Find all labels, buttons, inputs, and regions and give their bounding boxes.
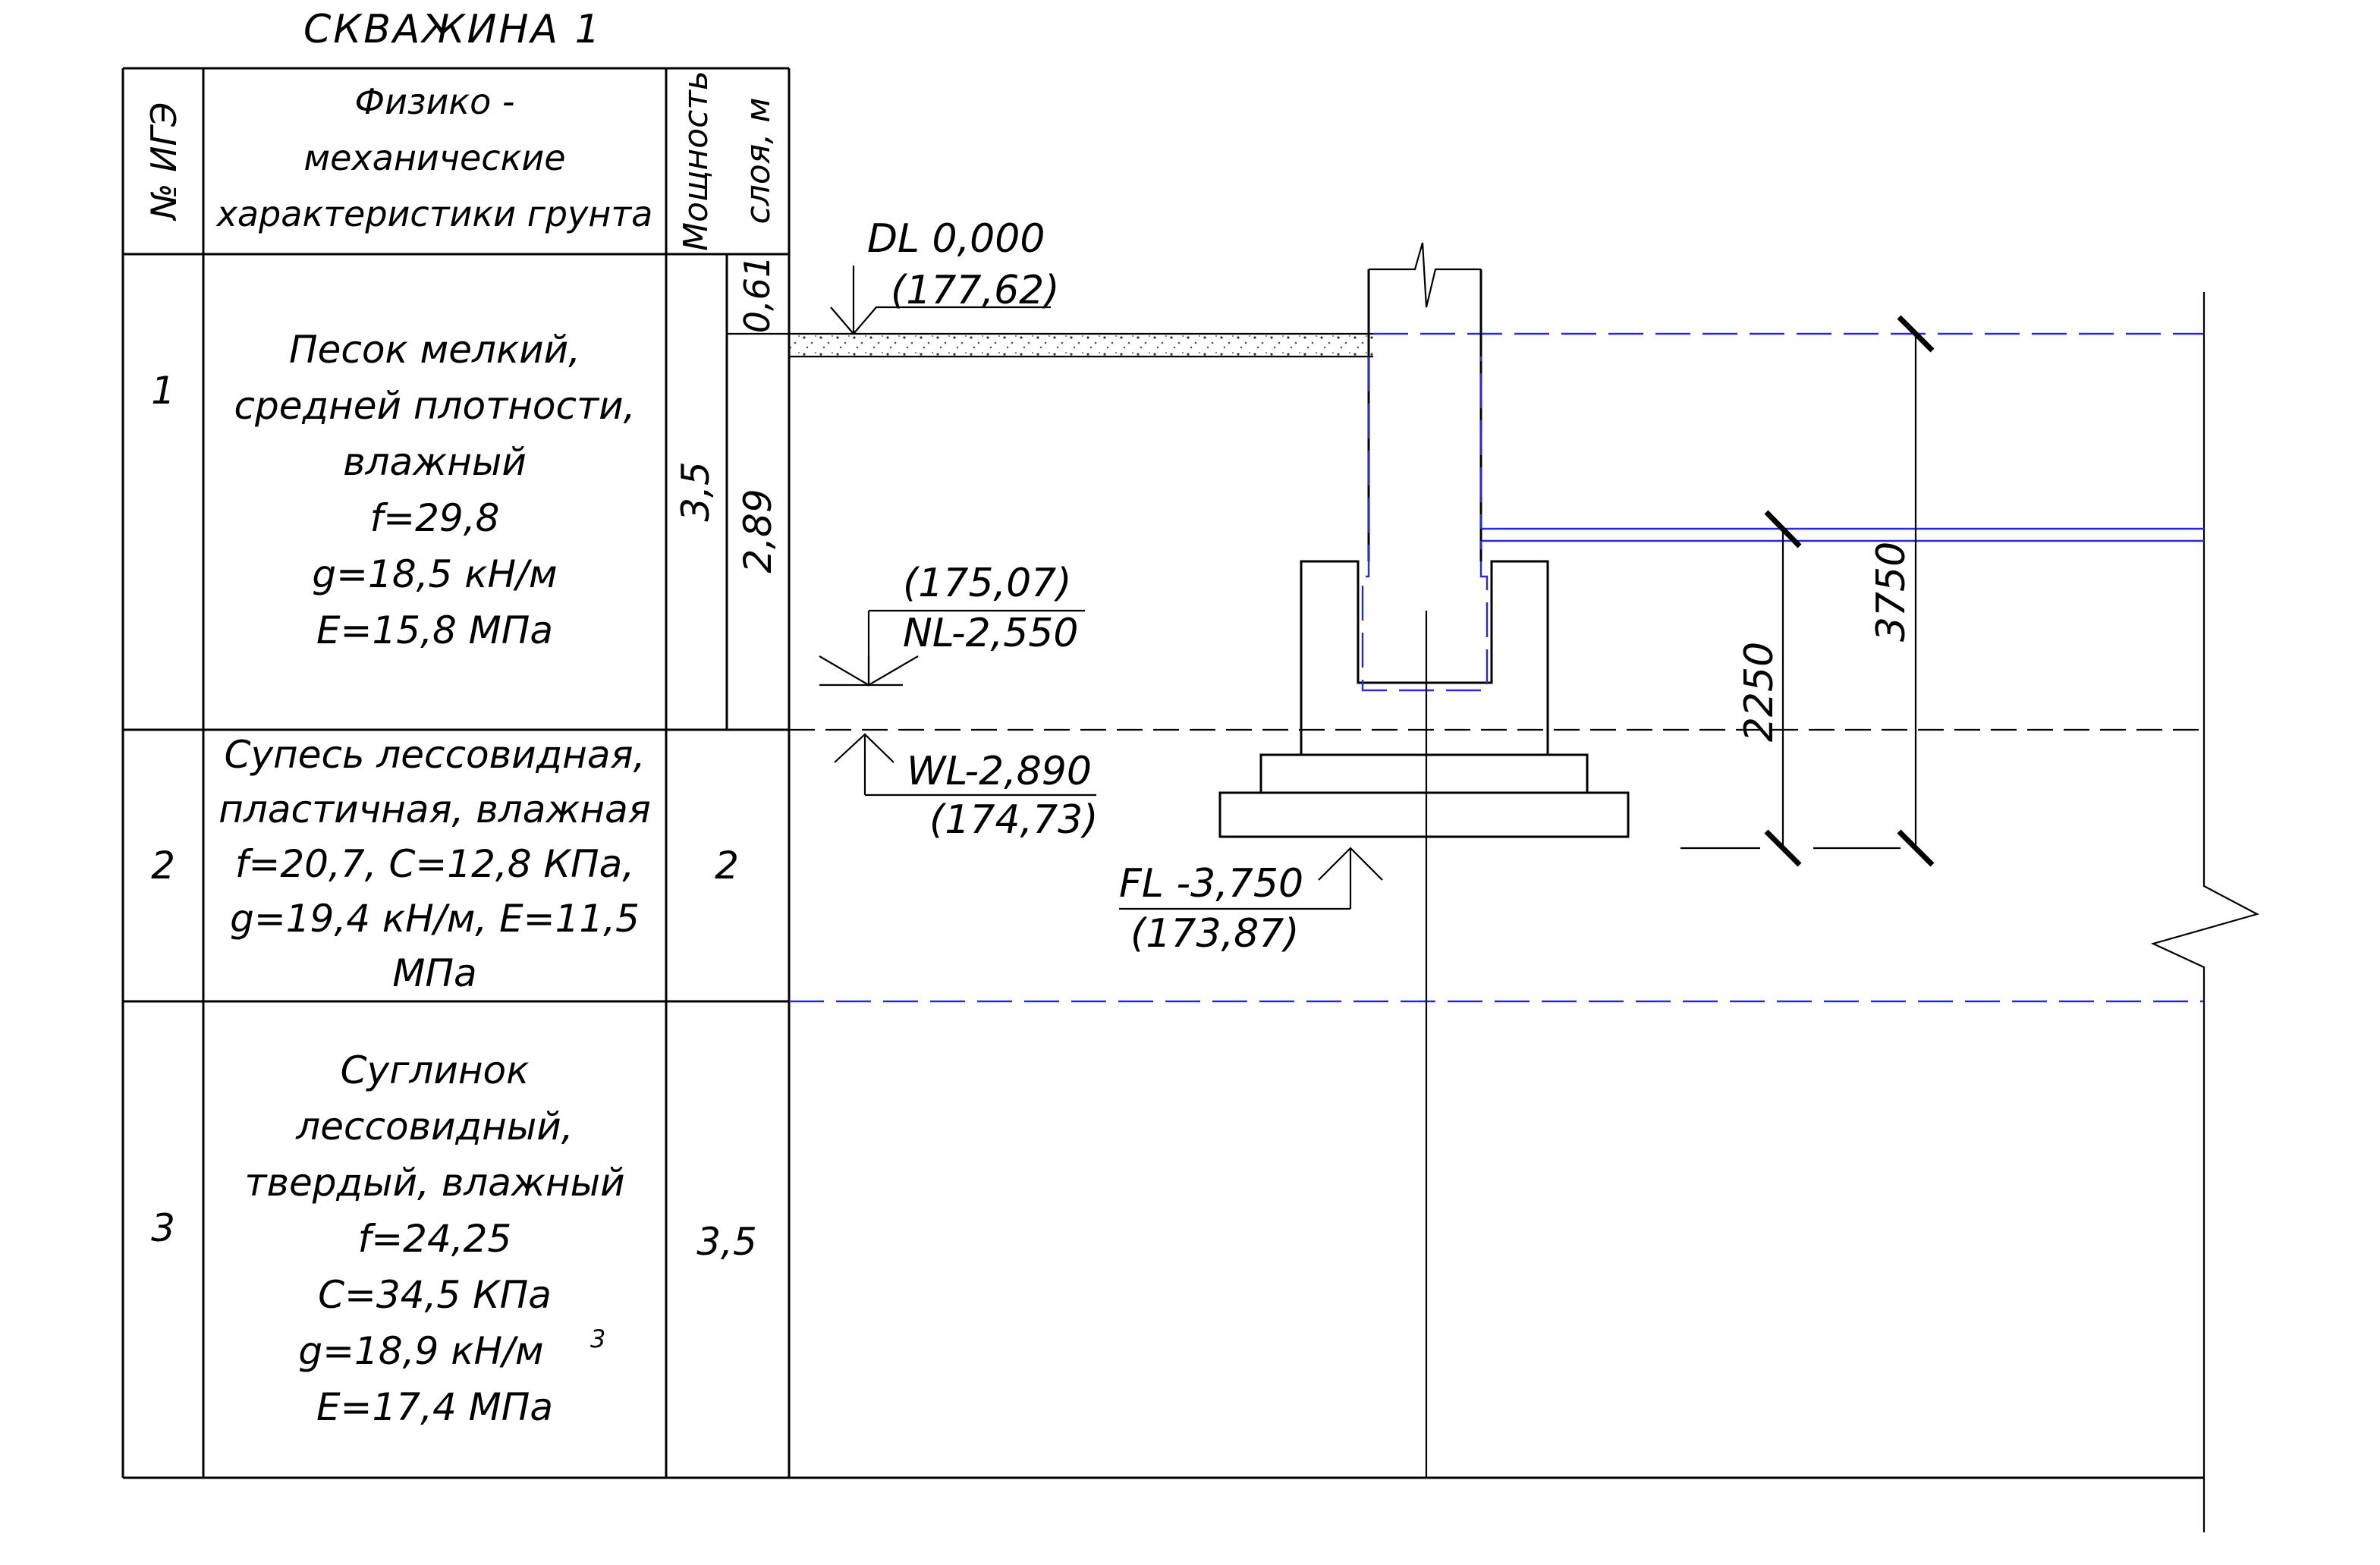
row1-line2: средней плотности,: [234, 384, 635, 428]
fl-absolute: (173,87): [1130, 911, 1300, 957]
fl-marker: [1119, 847, 1383, 910]
wall-hidden-outline: [1361, 357, 1489, 692]
dimension-2250: [1680, 510, 1802, 867]
wl-marker: [834, 733, 1096, 797]
break-line-right: [2150, 292, 2259, 1532]
row3-thickness: 3,5: [696, 1220, 757, 1264]
row1-line6: E=15,8 МПа: [316, 608, 553, 652]
row2-line1: Супесь лессовидная,: [225, 733, 646, 777]
row3-line2: лессовидный,: [295, 1105, 573, 1149]
drawing-title: СКВАЖИНА 1: [303, 7, 602, 52]
row2-line5: МПа: [392, 951, 476, 995]
fl-label: FL -3,750: [1119, 861, 1303, 907]
dimension-3750: [1813, 315, 1935, 867]
row3-superscript: 3: [590, 1325, 605, 1353]
row3-line7: E=17,4 МПа: [316, 1385, 553, 1429]
row3-line6: g=18,9 кН/м: [298, 1329, 543, 1373]
wl-label: WL-2,890: [907, 749, 1092, 794]
row3-line4: f=24,25: [358, 1217, 512, 1261]
row3-line3: твердый, влажный: [244, 1161, 624, 1205]
dl-absolute: (177,62): [891, 268, 1060, 313]
row2-line3: f=20,7, С=12,8 КПа,: [235, 842, 634, 886]
header-thickness-b: слоя, м: [739, 98, 778, 225]
row2-line2: пластичная, влажная: [219, 787, 651, 831]
header-thickness-a: Мощность: [677, 71, 715, 251]
row1-line1: Песок мелкий,: [289, 328, 580, 372]
header-props-2: механические: [303, 137, 565, 178]
row1-number: 1: [151, 369, 175, 413]
dl-marker: [830, 266, 1051, 335]
row3-line1: Суглинок: [341, 1048, 530, 1092]
row1-line3: влажный: [343, 440, 527, 484]
header-props-1: Физико -: [355, 81, 515, 122]
dimension-2250-label: 2250: [1737, 642, 1782, 742]
row1-sub-top: 0,61: [737, 256, 778, 333]
header-props-3: характеристики грунта: [215, 193, 653, 234]
row1-line4: f=29,8: [370, 496, 500, 540]
header-igz: № ИГЭ: [143, 102, 184, 222]
nl-absolute: (175,07): [903, 561, 1072, 606]
dimension-3750-label: 3750: [1869, 542, 1914, 642]
row2-number: 2: [151, 844, 175, 888]
soil-table-grid: [121, 67, 2204, 1479]
row1-thickness: 3,5: [674, 461, 718, 522]
row1-sub-bottom: 2,89: [736, 489, 780, 573]
row2-line4: g=19,4 кН/м, E=11,5: [230, 897, 640, 941]
dl-label: DL 0,000: [867, 216, 1045, 262]
row1-line5: g=18,5 кН/м: [312, 552, 557, 596]
wl-absolute: (174,73): [929, 797, 1099, 843]
row3-line5: С=34,5 КПа: [318, 1273, 552, 1317]
ground-surface: [789, 332, 1373, 358]
row3-number: 3: [151, 1206, 175, 1250]
row2-thickness: 2: [715, 844, 739, 888]
nl-marker: [819, 609, 1085, 687]
nl-label: NL-2,550: [903, 611, 1078, 656]
foundation: [1218, 242, 1630, 838]
